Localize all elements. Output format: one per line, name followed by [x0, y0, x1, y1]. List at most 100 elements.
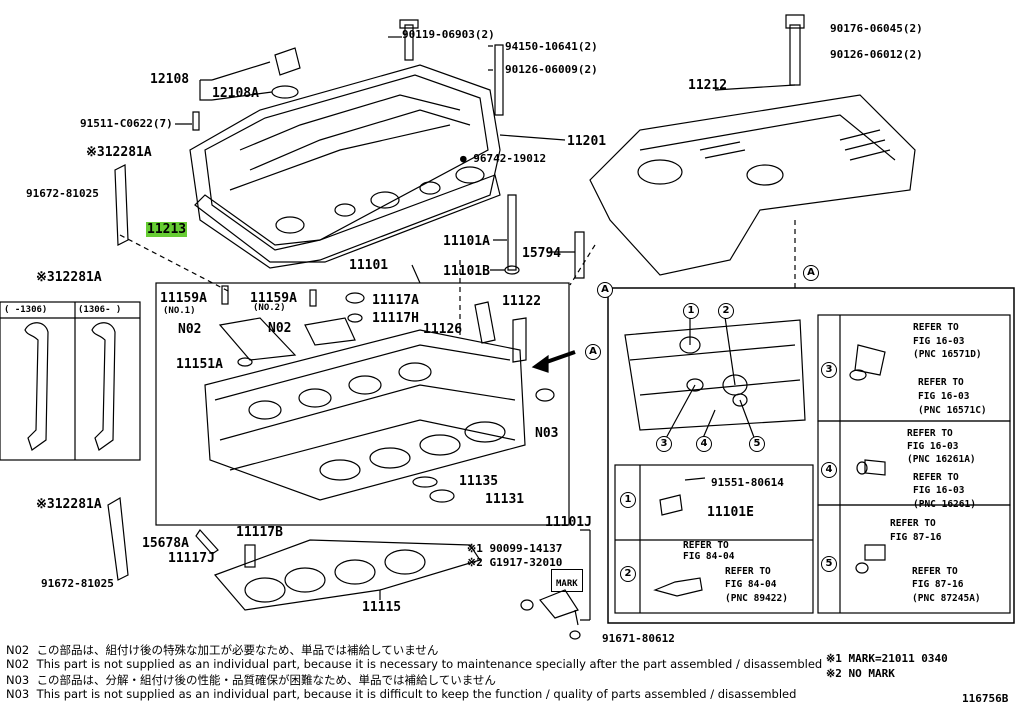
- callout-G1917[interactable]: ※2 G1917-32010: [467, 556, 563, 569]
- callout-11135[interactable]: 11135: [459, 474, 499, 489]
- callout-12281A-top[interactable]: ※312281A: [86, 145, 152, 160]
- ref-2c: REFER TO: [725, 566, 771, 577]
- callout-91672-bot[interactable]: 91672-81025: [41, 577, 114, 590]
- callout-91551[interactable]: 91551-80614: [711, 476, 784, 489]
- callout-N02-b[interactable]: N02: [268, 321, 292, 336]
- callout-90099[interactable]: ※1 90099-14137: [467, 542, 563, 555]
- ref-2b[interactable]: FIG 84-04: [683, 551, 735, 562]
- note-row: N03 この部品は、分解・組付け後の性能・品質確保が困難なため、単品では補給して…: [6, 672, 496, 688]
- callout-11159A-1[interactable]: 11159A: [160, 291, 207, 306]
- callout-11126[interactable]: 11126: [423, 322, 463, 337]
- callout-96742-text: 96742-19012: [473, 152, 547, 165]
- note-text: この部品は、組付け後の特殊な加工が必要なため、単品では補給していません: [36, 643, 439, 657]
- note-text: この部品は、分解・組付け後の性能・品質確保が困難なため、単品では補給していません: [36, 673, 496, 687]
- ref-3b[interactable]: FIG 16-03: [913, 336, 965, 347]
- callout-11117B[interactable]: 11117B: [236, 525, 283, 540]
- ref-3d: REFER TO: [918, 377, 964, 388]
- callout-11101[interactable]: 11101: [349, 258, 389, 273]
- engine-cover-shape: [589, 94, 916, 276]
- note-row: N03 This part is not supplied as an indi…: [6, 687, 796, 701]
- sub-num-3: 3: [821, 362, 837, 378]
- callout-11117H[interactable]: 11117H: [372, 311, 419, 326]
- callout-11131[interactable]: 11131: [485, 492, 525, 507]
- note-code: N02: [6, 643, 30, 657]
- figure-id: 116756B: [962, 692, 1009, 705]
- callout-11101A[interactable]: 11101A: [443, 234, 490, 249]
- callout-90176[interactable]: 90176-06045(2): [830, 22, 923, 35]
- callout-91672-top[interactable]: 91672-81025: [26, 187, 99, 200]
- ref-2e: (PNC 89422): [725, 593, 788, 604]
- callout-90126a[interactable]: 90126-06009(2): [505, 63, 598, 76]
- note-text: This part is not supplied as an individu…: [36, 687, 797, 701]
- ref-3e[interactable]: FIG 16-03: [918, 391, 970, 402]
- callout-91671[interactable]: 91671-80612: [602, 632, 675, 645]
- mark-note-1: ※1 MARK=21011 0340: [826, 652, 948, 665]
- callout-96742[interactable]: ● 96742-19012: [460, 152, 546, 165]
- note-row: N02 この部品は、組付け後の特殊な加工が必要なため、単品では補給していません: [6, 642, 438, 658]
- callout-11101J[interactable]: 11101J: [545, 515, 592, 530]
- view-a-arrow-marker[interactable]: A: [585, 344, 601, 360]
- callout-11201[interactable]: 11201: [567, 134, 607, 149]
- sub-num-5: 5: [821, 556, 837, 572]
- callout-12108[interactable]: 12108: [150, 72, 190, 87]
- callout-94150[interactable]: 94150-10641(2): [505, 40, 598, 53]
- detail-num-5[interactable]: 5: [749, 436, 765, 452]
- ref-3a: REFER TO: [913, 322, 959, 333]
- ref-3c: (PNC 16571D): [913, 349, 982, 360]
- callout-90119[interactable]: 90119-06903(2): [402, 28, 495, 41]
- callout-11117J[interactable]: 11117J: [168, 551, 215, 566]
- callout-N03[interactable]: N03: [535, 426, 559, 441]
- head-gasket-shape: [213, 539, 481, 611]
- callout-12281A-bot[interactable]: ※312281A: [36, 497, 102, 512]
- callout-12281A-mid[interactable]: ※312281A: [36, 270, 102, 285]
- ref-4e[interactable]: FIG 16-03: [913, 485, 965, 496]
- head-frame: [155, 282, 570, 526]
- note-code: N02: [6, 657, 30, 671]
- view-a-marker[interactable]: A: [803, 265, 819, 281]
- sub-num-1: 1: [620, 492, 636, 508]
- ref-4d: REFER TO: [913, 472, 959, 483]
- callout-11117A[interactable]: 11117A: [372, 293, 419, 308]
- mark-box: MARK: [551, 569, 583, 592]
- ref-2d[interactable]: FIG 84-04: [725, 579, 777, 590]
- detail-num-2[interactable]: 2: [718, 303, 734, 319]
- detail-num-1[interactable]: 1: [683, 303, 699, 319]
- callout-15678A[interactable]: 15678A: [142, 536, 189, 551]
- callout-91511[interactable]: 91511-C0622(7): [80, 117, 173, 130]
- note-text: This part is not supplied as an individu…: [36, 657, 823, 671]
- callout-11212[interactable]: 11212: [688, 78, 728, 93]
- sub-num-4: 4: [821, 462, 837, 478]
- callout-11101B[interactable]: 11101B: [443, 264, 490, 279]
- ref-3f: (PNC 16571C): [918, 405, 987, 416]
- ref-4c: (PNC 16261A): [907, 454, 976, 465]
- note-row: N02 This part is not supplied as an indi…: [6, 657, 822, 671]
- callout-90126b[interactable]: 90126-06012(2): [830, 48, 923, 61]
- callout-11159A-2[interactable]: 11159A: [250, 291, 297, 306]
- ref-5a: REFER TO: [890, 518, 936, 529]
- detail-num-4[interactable]: 4: [696, 436, 712, 452]
- callout-11213[interactable]: 11213: [146, 222, 188, 237]
- callout-11122[interactable]: 11122: [502, 294, 542, 309]
- ref-4b[interactable]: FIG 16-03: [907, 441, 959, 452]
- callout-N02-a[interactable]: N02: [178, 322, 202, 337]
- ref-4a: REFER TO: [907, 428, 953, 439]
- note-code: N03: [6, 673, 30, 687]
- mark-label: MARK: [556, 579, 578, 589]
- callout-15794[interactable]: 15794: [522, 246, 562, 261]
- sub-num-2: 2: [620, 566, 636, 582]
- callout-11115[interactable]: 11115: [362, 600, 402, 615]
- valve-cover-shape: [189, 64, 501, 269]
- highlight-11213: 11213: [146, 222, 188, 237]
- mark-note-2: ※2 NO MARK: [826, 667, 895, 680]
- callout-11101E[interactable]: 11101E: [707, 505, 754, 520]
- callout-12108A[interactable]: 12108A: [212, 86, 259, 101]
- detail-num-3[interactable]: 3: [656, 436, 672, 452]
- callout-11151A[interactable]: 11151A: [176, 357, 223, 372]
- gasket-shape: [194, 174, 501, 263]
- ref-5b[interactable]: FIG 87-16: [890, 532, 942, 543]
- ref-5e: (PNC 87245A): [912, 593, 981, 604]
- callout-11159A-1-note: (NO.1): [163, 306, 196, 316]
- ref-5d[interactable]: FIG 87-16: [912, 579, 964, 590]
